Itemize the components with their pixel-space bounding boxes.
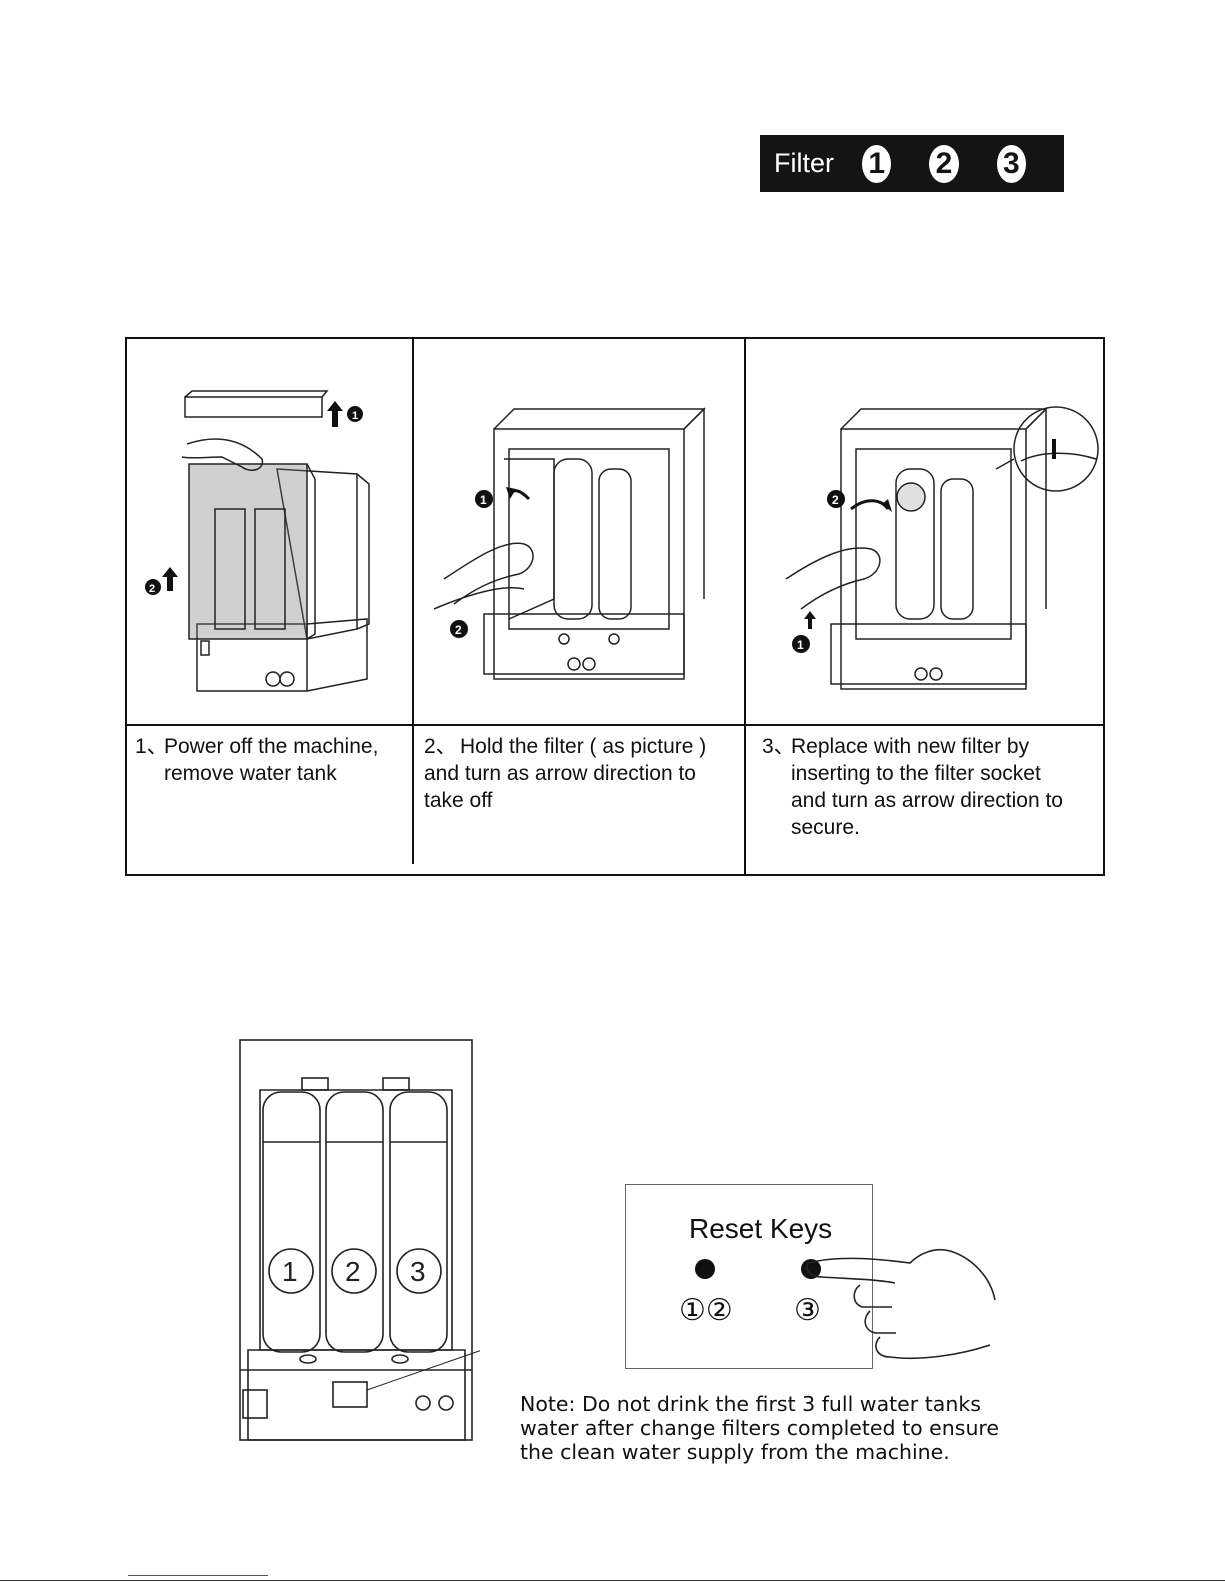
step-3-illustration: 2 1 xyxy=(785,406,1099,690)
step-3-description: Replace with new filter by inserting to … xyxy=(791,735,1063,839)
column-divider xyxy=(412,339,414,864)
step-1-illustration: 1 2 xyxy=(145,390,370,692)
cabinet-filter-label-3: 3 xyxy=(410,1256,426,1287)
svg-text:2: 2 xyxy=(455,623,462,637)
reset-key-label-3: ③ xyxy=(794,1294,821,1327)
filter-replacement-steps-table: 1 2 1 2 xyxy=(125,337,1105,876)
arrow-up-icon xyxy=(327,401,343,427)
reset-keys-panel: Reset Keys ①② ③ xyxy=(625,1184,873,1369)
safety-note: Note: Do not drink the first 3 full wate… xyxy=(520,1392,1000,1464)
step-2-description: Hold the filter ( as picture ) and turn … xyxy=(424,735,707,812)
footer-rule xyxy=(0,1580,1225,1581)
step-1-description: Power off the machine, remove water tank xyxy=(164,735,379,785)
filter-badge-number-2: 2 xyxy=(929,144,959,183)
reset-keys-title: Reset Keys xyxy=(689,1213,833,1244)
reset-key-button-1-2[interactable] xyxy=(695,1259,715,1279)
row-divider xyxy=(127,724,1103,726)
svg-text:1: 1 xyxy=(480,493,487,507)
svg-text:2: 2 xyxy=(832,493,839,507)
filter-badge-label: Filter xyxy=(774,148,834,178)
step-2-illustration: 1 2 xyxy=(433,407,706,680)
step-3-number: 3、 xyxy=(762,735,795,758)
filter-badge-number-3: 3 xyxy=(996,144,1026,183)
reset-key-label-1-2: ①② xyxy=(679,1294,733,1327)
filter-cabinet-illustration: 1 2 3 xyxy=(239,1039,480,1441)
svg-text:1: 1 xyxy=(352,410,358,422)
filter-badge: Filter 1 2 3 xyxy=(760,135,1064,192)
step-2-number: 2、 xyxy=(424,735,457,758)
step-1-number: 1、 xyxy=(135,735,168,758)
reset-key-button-3[interactable] xyxy=(801,1259,821,1279)
footer-link-underline xyxy=(128,1575,268,1576)
svg-text:2: 2 xyxy=(149,583,155,595)
filter-badge-number-1: 1 xyxy=(862,144,892,183)
column-divider xyxy=(744,339,746,874)
pointing-hand-icon xyxy=(806,1248,996,1360)
svg-text:1: 1 xyxy=(797,638,804,652)
cabinet-filter-label-2: 2 xyxy=(345,1256,361,1287)
cabinet-filter-label-1: 1 xyxy=(282,1256,298,1287)
